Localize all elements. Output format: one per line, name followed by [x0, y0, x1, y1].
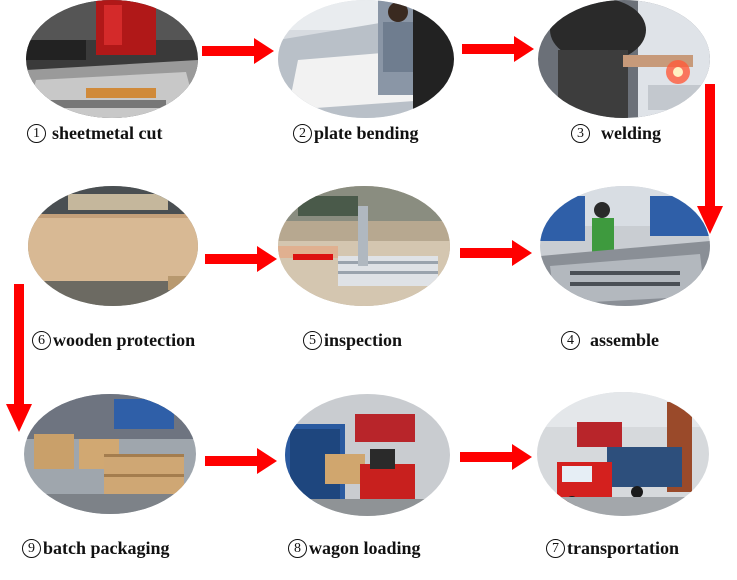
arrow-8-to-7: [460, 444, 532, 470]
step-1-label: sheetmetal cut: [52, 123, 163, 143]
step-1-number: 1: [27, 124, 46, 143]
photo-welding: [538, 0, 710, 118]
step-3-label: welding: [601, 123, 662, 143]
step-3-caption: 3 welding: [571, 123, 661, 144]
step-6-label: wooden protection: [53, 330, 196, 350]
step-4-label: assemble: [590, 330, 659, 350]
step-6-number: 6: [32, 331, 51, 350]
photo-inspection: [278, 186, 450, 306]
step-5-caption: 5 inspection: [303, 330, 402, 351]
step-6-caption: 6 wooden protection: [32, 330, 195, 351]
photo-plate-bending: [278, 0, 454, 118]
step-8-number: 8: [288, 539, 307, 558]
step-7-number: 7: [546, 539, 565, 558]
arrow-9-to-8: [205, 448, 277, 474]
step-7-label: transportation: [567, 538, 679, 558]
step-7-caption: 7 transportation: [546, 538, 679, 559]
arrow-2-to-3: [462, 36, 534, 62]
photo-wagon-loading: [285, 394, 450, 516]
arrow-3-to-4: [697, 84, 723, 234]
step-5-label: inspection: [324, 330, 403, 350]
step-9-number: 9: [22, 539, 41, 558]
photo-transportation: [537, 392, 709, 516]
step-2-label: plate bending: [314, 123, 419, 143]
step-2-number: 2: [293, 124, 312, 143]
arrow-6-to-5: [205, 246, 277, 272]
step-9-caption: 9 batch packaging: [22, 538, 170, 559]
arrow-1-to-2: [202, 38, 274, 64]
step-4-number: 4: [561, 331, 580, 350]
step-1-caption: 1 sheetmetal cut: [27, 123, 162, 144]
photo-assemble: [540, 186, 710, 306]
step-8-label: wagon loading: [309, 538, 421, 558]
step-8-caption: 8 wagon loading: [288, 538, 421, 559]
step-4-caption: 4 assemble: [561, 330, 659, 351]
photo-wooden-protection: [28, 186, 198, 306]
arrow-5-to-4: [460, 240, 532, 266]
step-5-number: 5: [303, 331, 322, 350]
arrow-6-to-9: [6, 284, 32, 432]
step-3-number: 3: [571, 124, 590, 143]
photo-sheetmetal-cut: [26, 0, 198, 118]
photo-batch-packaging: [24, 394, 196, 514]
step-2-caption: 2 plate bending: [293, 123, 419, 144]
step-9-label: batch packaging: [43, 538, 170, 558]
